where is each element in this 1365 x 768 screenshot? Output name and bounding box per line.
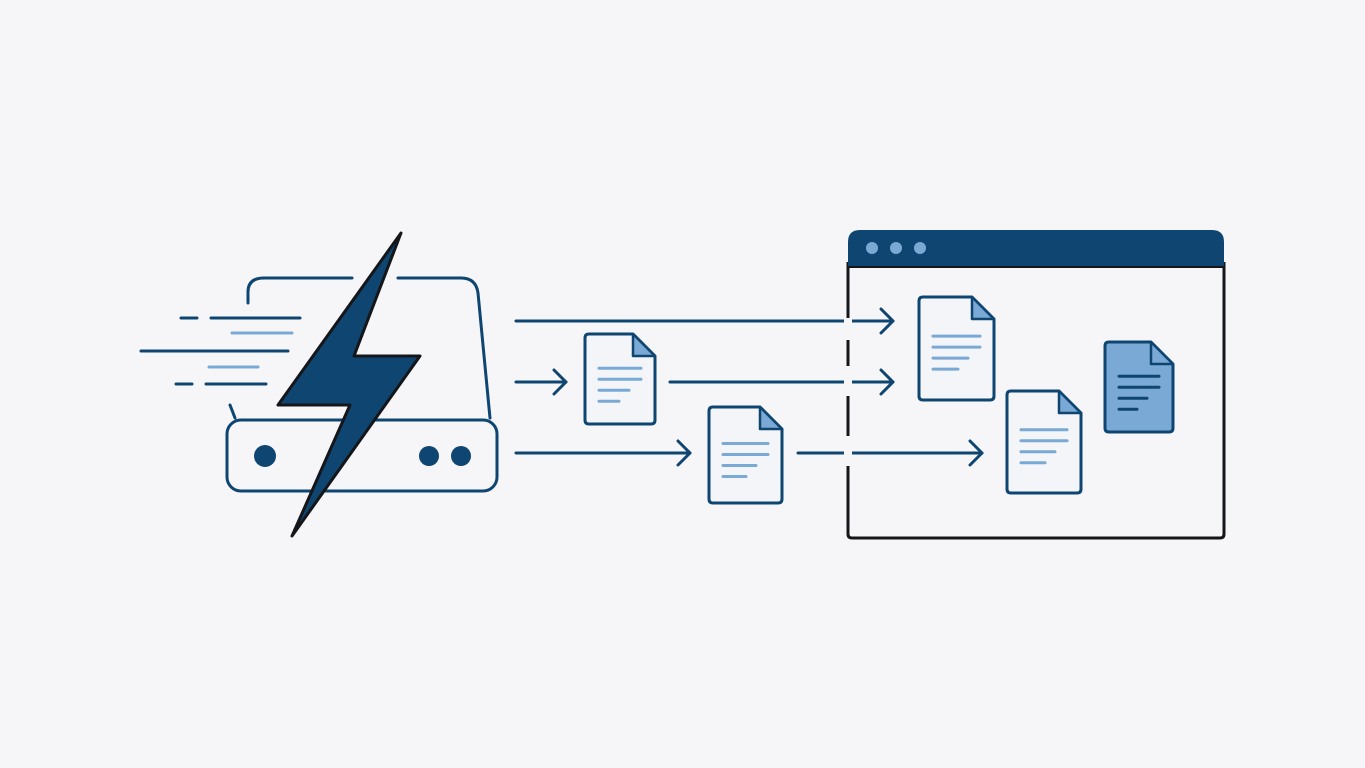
documents (583, 295, 1175, 505)
document-icon (1005, 389, 1083, 495)
arrow-right-icon (796, 439, 984, 467)
document-icon (707, 405, 784, 505)
document-icon (917, 295, 996, 402)
drive-light-icon (254, 445, 276, 467)
arrow-right-icon (514, 439, 692, 467)
window-control-icon (866, 242, 878, 254)
window-control-icon (890, 242, 902, 254)
arrow-right-icon (514, 368, 568, 396)
browser-title-bar (848, 230, 1224, 266)
browser-window-icon (844, 230, 1226, 540)
drive-light-icon (419, 446, 439, 466)
document-icon (583, 332, 657, 426)
lightning-bolt-icon (276, 231, 422, 538)
drive-light-icon (451, 446, 471, 466)
arrow-right-icon (668, 368, 895, 396)
arrow-right-icon (514, 307, 895, 335)
speed-lines (139, 316, 302, 386)
document-icon (1103, 340, 1175, 434)
arrows (514, 307, 984, 467)
window-control-icon (914, 242, 926, 254)
